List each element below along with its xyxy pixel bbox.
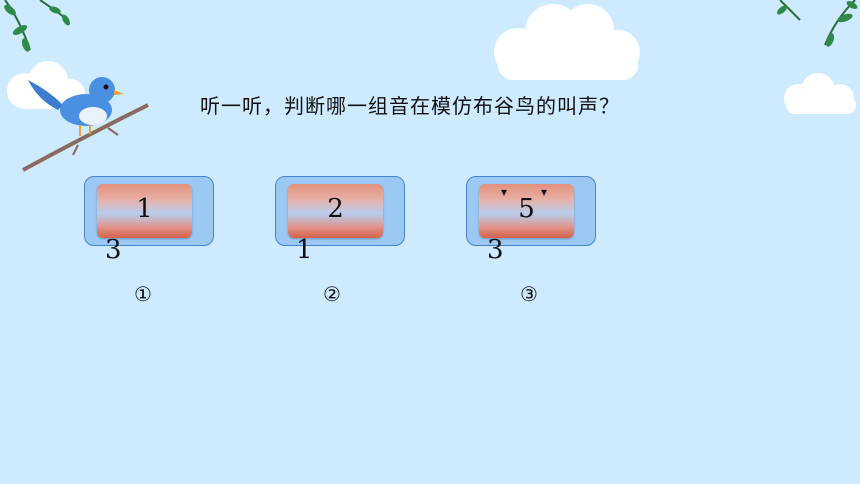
option-card-2[interactable]: 2 1 (275, 176, 405, 265)
option-card-3-face: ▾ ▾ 5 (479, 184, 574, 238)
option-card-2-face: 2 (288, 184, 383, 238)
option-2-label: ② (323, 282, 341, 306)
option-3-bottom-note: 3 (487, 235, 504, 265)
bluebird-on-branch-illustration (22, 77, 149, 172)
option-card-1[interactable]: 1 3 (84, 176, 214, 265)
question-text: 听一听，判断哪一组音在模仿布谷鸟的叫声？ (200, 94, 620, 118)
option-1-bottom-note: 3 (105, 235, 122, 265)
leaf-branch-top-left (4, 0, 70, 52)
low-octave-dot-1: ▾ (501, 185, 508, 199)
option-2-top-note: 2 (327, 194, 344, 224)
option-card-1-face: 1 (97, 184, 192, 238)
option-3-top-note: 5 (518, 194, 535, 224)
option-1-label: ① (134, 282, 152, 306)
option-2-bottom-note: 1 (296, 235, 313, 265)
cloud-top-center (494, 4, 640, 80)
cloud-right (784, 73, 856, 114)
option-3-label: ③ (520, 282, 538, 306)
low-octave-dot-2: ▾ (541, 185, 548, 199)
option-card-3[interactable]: ▾ ▾ 5 3 (466, 176, 596, 265)
option-1-top-note: 1 (136, 194, 153, 224)
leaf-branch-top-right (777, 0, 858, 47)
